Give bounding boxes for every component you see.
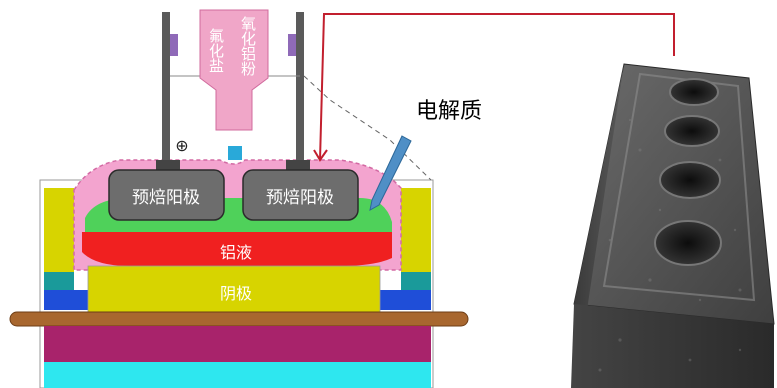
right-teal-block	[401, 272, 431, 290]
cathode-label: 阴极	[220, 284, 252, 303]
left-side-wall	[44, 188, 74, 272]
left-anode-stem	[156, 160, 180, 172]
arrow-icon	[369, 135, 412, 211]
block-hole-1	[669, 78, 719, 106]
bottom-band	[44, 326, 431, 362]
connector-line	[319, 13, 675, 161]
right-blue-block	[380, 290, 431, 310]
block-hole-3	[659, 161, 721, 199]
left-anode-rod	[162, 12, 170, 160]
cell-structure: ⊕ 预焙阳极 预焙阳极 铝液 阴极 氟化盐 氧化铝粉	[9, 9, 469, 388]
electrolyte-label: 电解质	[416, 99, 482, 124]
right-side-wall	[401, 188, 431, 272]
left-prebaked-anode	[108, 169, 225, 221]
anode-label-right: 预焙阳极	[266, 188, 334, 208]
alumina-label: 氧化铝粉	[239, 16, 257, 77]
anode-block-photo	[571, 63, 775, 388]
plus-circle-icon: ⊕	[175, 136, 188, 155]
connector	[313, 13, 675, 162]
right-rod-clamp	[288, 34, 296, 56]
base-band	[44, 362, 431, 388]
square-marker	[228, 146, 242, 160]
aluminum-liquid-label: 铝液	[220, 243, 252, 262]
right-anode-rod	[296, 12, 304, 160]
cathode-block	[87, 265, 381, 313]
left-blue-block	[44, 290, 88, 310]
block-texture	[598, 118, 742, 372]
left-teal-block	[44, 272, 74, 290]
steel-collector-bar	[9, 311, 469, 327]
connector-arrowhead	[313, 149, 328, 162]
electrolyte-callout: 电解质	[369, 99, 482, 211]
block-hole-4	[654, 220, 722, 266]
cell-dash-outline	[303, 75, 432, 181]
right-anode-stem	[286, 160, 310, 172]
right-prebaked-anode	[242, 169, 359, 221]
block-front-face	[571, 304, 774, 388]
block-left-face	[574, 64, 624, 330]
aluminum-liquid-layer	[82, 232, 392, 266]
fluoride-label: 氟化盐	[207, 28, 225, 73]
anode-label-left: 预焙阳极	[132, 188, 200, 208]
block-hole-2	[664, 115, 720, 147]
left-rod-clamp	[170, 34, 178, 56]
hopper	[199, 9, 269, 131]
